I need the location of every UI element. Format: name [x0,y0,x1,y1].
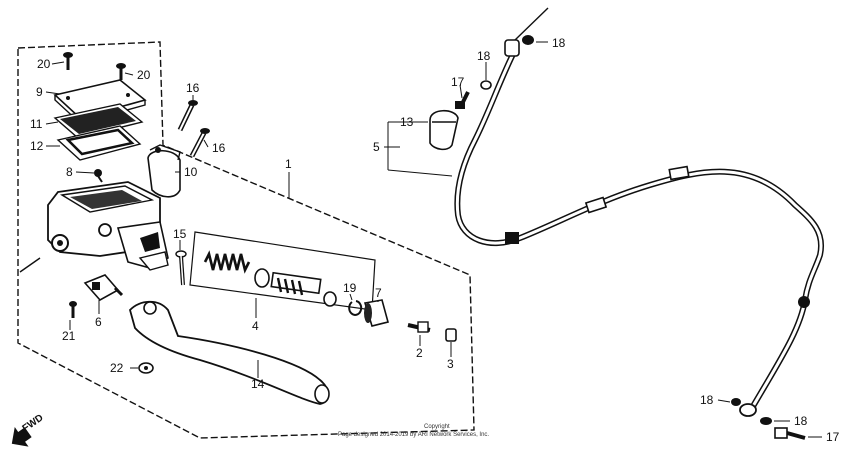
clutch-lever [128,300,330,405]
washer-18-a [480,80,492,90]
assembly-outline [17,41,475,439]
label-14: 14 [251,377,265,391]
screw-20-left [63,52,73,70]
screw-20-right [116,63,126,80]
piston-spring [203,250,251,274]
piston-cup [254,268,270,288]
label-19: 19 [343,281,357,295]
label-16-lower: 16 [212,141,226,155]
bolt-8 [94,169,103,183]
circlip-19 [348,300,363,316]
grommet-13 [429,109,459,151]
label-20-left: 20 [37,57,51,71]
pushrod-2 [407,321,431,333]
reservoir-cap [53,79,147,124]
label-15: 15 [173,227,187,241]
piston-kit-box [189,231,376,311]
label-10: 10 [184,165,198,179]
label-1: 1 [285,157,292,171]
master-cylinder-body [19,181,169,273]
label-8: 8 [66,165,73,179]
label-20-right: 20 [137,68,151,82]
label-18-b: 18 [552,36,566,50]
label-18-c: 18 [700,393,714,407]
label-4: 4 [252,319,259,333]
label-22: 22 [110,361,124,375]
piston [270,271,337,307]
clutch-hose [454,7,825,417]
bolt-17-bottom [774,427,806,440]
label-9: 9 [36,85,43,99]
label-13: 13 [400,115,414,129]
copyright-line-1: Copyright [424,424,450,430]
label-16-upper: 16 [186,81,200,95]
washer-18-d [760,417,772,425]
label-17-top: 17 [451,75,465,89]
nut-3 [445,328,457,342]
label-12: 12 [30,139,44,153]
label-11: 11 [30,117,43,131]
diaphragm [56,125,142,161]
switch-6 [83,274,124,302]
label-6: 6 [95,315,102,329]
bolt-16-upper [177,100,198,132]
label-2: 2 [416,346,423,360]
pivot-pin-15 [175,250,187,286]
holder-clamp [147,144,181,198]
nut-22 [138,362,154,374]
leader-lines [45,41,822,438]
label-5: 5 [373,140,380,154]
label-18-d: 18 [794,414,808,428]
label-7: 7 [375,286,382,300]
label-18-a: 18 [477,49,491,63]
washer-18-c [731,398,741,406]
washer-18-b [522,35,534,45]
reservoir-plate [53,103,144,139]
screw-21 [69,301,77,318]
bolt-17-top [455,91,470,109]
label-17-bottom: 17 [826,430,840,444]
fwd-label: FWD [21,412,46,434]
label-21: 21 [62,329,76,343]
fwd-arrow-icon [11,427,32,447]
label-3: 3 [447,357,454,371]
bolt-16-lower [189,128,210,158]
copyright-line-2: Page designed 2014-2019 by ARI Network S… [338,432,489,438]
boot-7 [363,299,389,327]
